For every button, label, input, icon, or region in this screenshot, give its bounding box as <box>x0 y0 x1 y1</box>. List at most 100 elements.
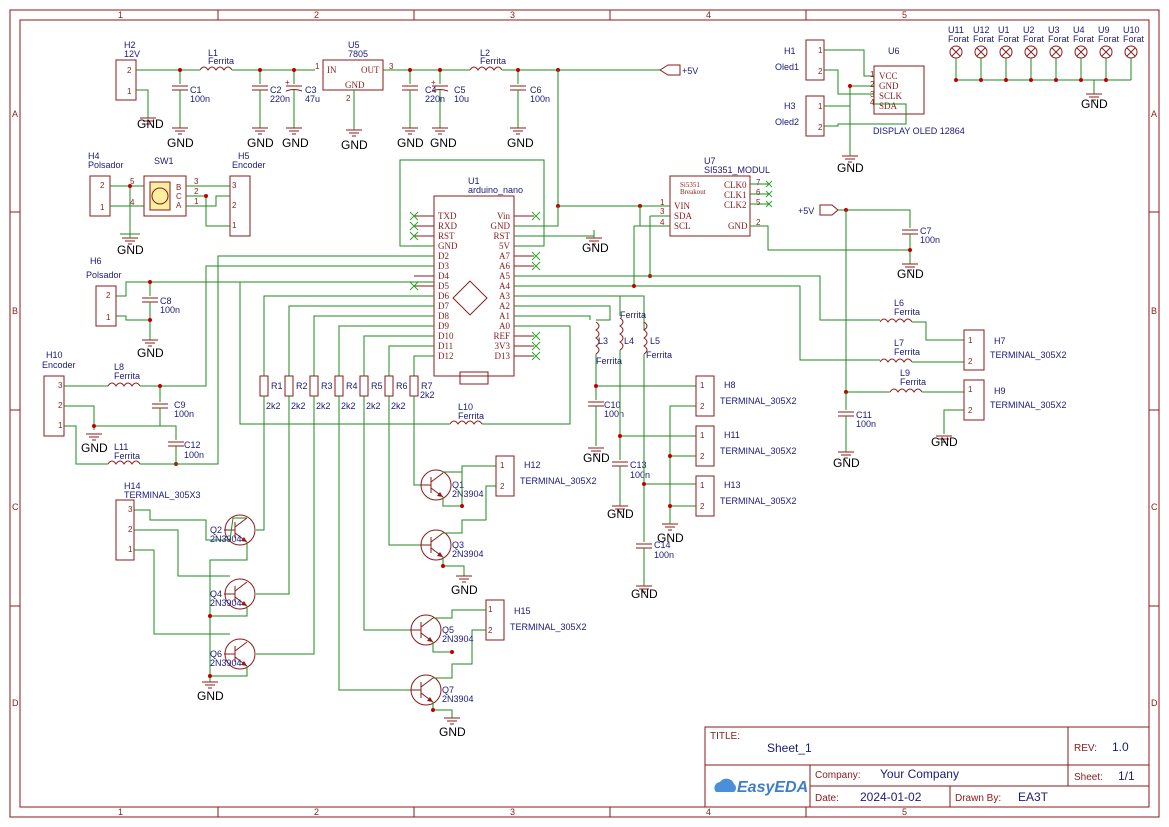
gnd-symbols-power: GND GND GND GND GND GND GND GND <box>137 117 534 152</box>
analog-filter-section: L3 Ferrita L4 Ferrita L5 Ferrita C10 100… <box>514 295 797 601</box>
nano-pin-left: D7 <box>438 301 449 311</box>
c9-ref: C9 <box>174 400 186 410</box>
h1-ref: H1 <box>784 46 796 56</box>
nano-pin-right: A5 <box>499 271 510 281</box>
svg-text:GND: GND <box>837 161 864 175</box>
l8-ref: L8 <box>114 362 124 372</box>
c7-value: 100n <box>920 235 940 245</box>
l6-value: Ferrita <box>894 307 920 317</box>
l2-value: Ferrita <box>480 56 506 66</box>
row-label-c-right: C <box>1151 502 1158 512</box>
svg-text:4: 4 <box>130 198 135 207</box>
svg-text:GND: GND <box>247 136 274 150</box>
row-label-d: D <box>12 698 19 708</box>
svg-text:GND: GND <box>833 456 860 470</box>
u7-pin-clk1: CLK1 <box>724 190 747 200</box>
svg-text:2: 2 <box>128 525 133 534</box>
nano-pin-right: A7 <box>499 251 510 261</box>
resistor-value: 2k2 <box>316 401 331 411</box>
svg-text:GND: GND <box>397 136 424 150</box>
l10-inductor: L10 Ferrita <box>449 325 571 425</box>
hole-ref: U2 <box>1023 25 1035 35</box>
resistor-value: 2k2 <box>266 401 281 411</box>
transistor-value: 2N3904 <box>452 549 484 559</box>
c12-value: 100n <box>184 450 204 460</box>
transistor-ref: Q5 <box>442 625 454 635</box>
svg-text:1: 1 <box>870 70 875 79</box>
svg-text:2: 2 <box>232 201 237 210</box>
h8-ref: H8 <box>724 380 736 390</box>
gnd-label: GND <box>1081 97 1108 111</box>
svg-text:3: 3 <box>660 207 665 216</box>
nano-pin-right: GND <box>491 221 511 231</box>
l4-ref: L4 <box>624 336 634 346</box>
encoder-h10: 321 H10 Encoder L8 Ferrita C9 100n GND C… <box>42 255 434 466</box>
nano-pin-right: D13 <box>495 351 511 361</box>
u6-ref: U6 <box>888 46 900 56</box>
nano-pin-left: D6 <box>438 291 449 301</box>
c8-ref: C8 <box>160 296 172 306</box>
svg-text:1: 1 <box>128 545 133 554</box>
svg-text:1: 1 <box>488 605 493 614</box>
svg-text:1: 1 <box>818 102 823 111</box>
nano-pin-right: A1 <box>499 311 510 321</box>
resistor-value: 2k2 <box>366 401 381 411</box>
transistor-value: 2N3904 <box>210 658 242 668</box>
u7-ref: U7 <box>704 156 716 166</box>
svg-text:C: C <box>176 192 182 201</box>
h5-value: Encoder <box>232 160 266 170</box>
h7-value: TERMINAL_305X2 <box>990 350 1067 360</box>
resistor-ref: R1 <box>271 381 283 391</box>
nano-pin-left: D4 <box>438 271 449 281</box>
c12-ref: C12 <box>184 440 201 450</box>
h13-ref: H13 <box>724 480 741 490</box>
nano-pin-left: TXD <box>438 211 457 221</box>
u5-value: 7805 <box>348 49 368 59</box>
col-label-5: 5 <box>902 10 907 20</box>
h6-ref: H6 <box>90 256 102 266</box>
svg-text:2: 2 <box>818 123 823 132</box>
svg-text:GND: GND <box>137 346 164 360</box>
svg-text:2: 2 <box>500 482 505 491</box>
resistor-ref: R6 <box>396 381 408 391</box>
oled-section: 12 H1 Oled1 12 H3 Oled2 VCC GND SCLK SDA… <box>775 39 965 175</box>
hole-value: Forat <box>1048 34 1070 44</box>
row-label-a: A <box>12 109 18 119</box>
c4-ref: C4 <box>425 85 437 95</box>
svg-text:7: 7 <box>756 178 761 187</box>
resistor-ref: R4 <box>346 381 358 391</box>
u7-pin-vin: VIN <box>674 201 690 211</box>
resistor-value: 2k2 <box>291 401 306 411</box>
h7-ref: H7 <box>994 336 1006 346</box>
transistor-value: 2N3904 <box>210 598 242 608</box>
sheet-title: Sheet_1 <box>767 741 812 755</box>
resistor-ref: R2 <box>296 381 308 391</box>
c3-value: 47u <box>305 94 320 104</box>
title-block: TITLE: Sheet_1 REV: 1.0 Company: Your Co… <box>704 726 1150 808</box>
nano-pin-right: 5V <box>499 241 511 251</box>
svg-text:2: 2 <box>700 502 705 511</box>
c4-value: 220n <box>425 94 445 104</box>
l11-ref: L11 <box>114 442 128 452</box>
c14-ref: C14 <box>654 540 671 550</box>
u5-n1: 1 <box>315 62 320 71</box>
nano-pin-left: D10 <box>438 331 454 341</box>
date-value: 2024-01-02 <box>860 790 922 804</box>
svg-text:GND: GND <box>341 138 368 152</box>
svg-text:+: + <box>431 78 436 87</box>
u7-sub1: Si5351 <box>680 181 700 189</box>
transistor-ref: Q3 <box>452 540 464 550</box>
l6-ref: L6 <box>894 298 904 308</box>
hole-value: Forat <box>948 34 970 44</box>
svg-text:3: 3 <box>232 181 237 190</box>
hole-ref: U3 <box>1048 25 1060 35</box>
hole-value: Forat <box>1123 34 1145 44</box>
sheet-value: 1/1 <box>1118 769 1135 783</box>
rf-output-section: L6 Ferrita L7 Ferrita 12 H7 TERMINAL_305… <box>833 210 1067 470</box>
row-label-a-right: A <box>1151 109 1157 119</box>
